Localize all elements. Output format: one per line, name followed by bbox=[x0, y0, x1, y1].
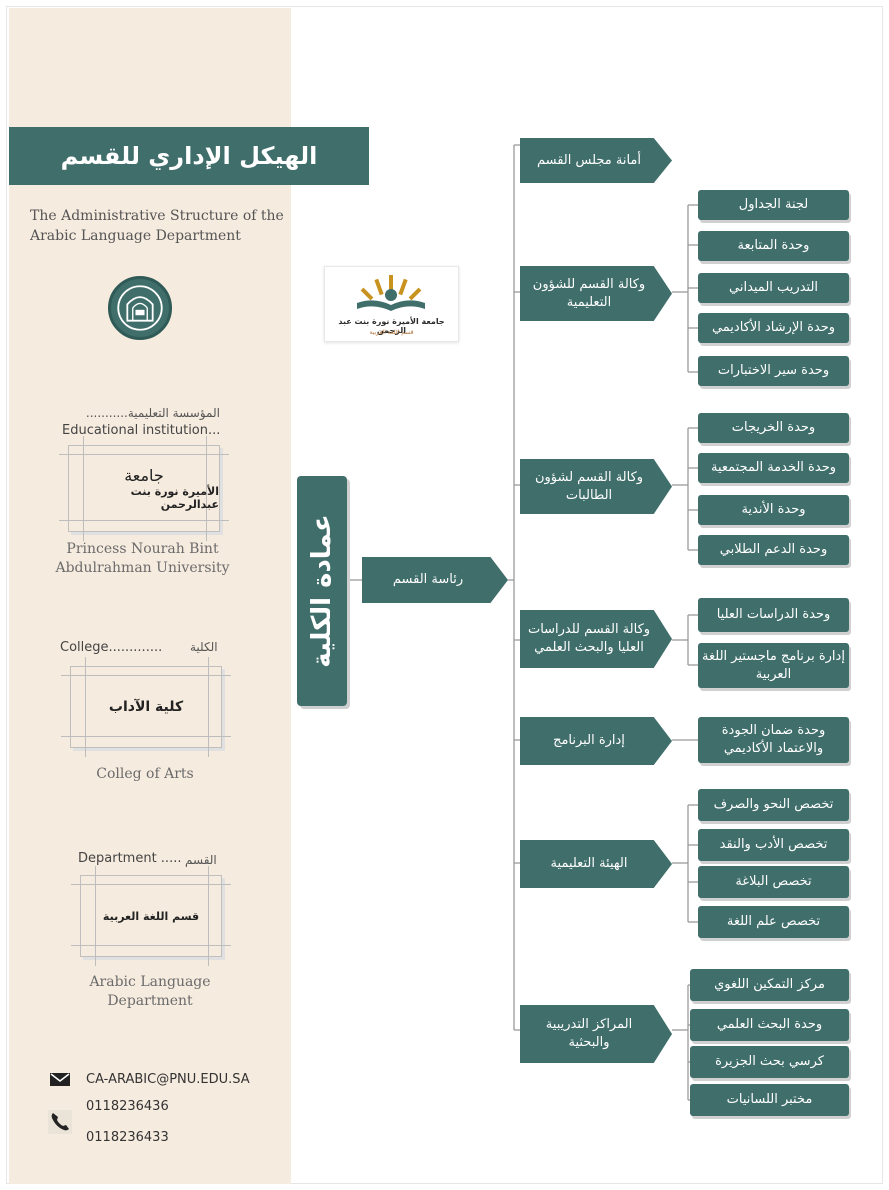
university-name-ar-line2: الأميرة نورة بنت عبدالرحمن bbox=[130, 485, 219, 511]
college-label-en: College............. bbox=[60, 640, 163, 655]
college-name-en: Colleg of Arts bbox=[96, 766, 194, 782]
branch-teaching-staff: الهيئة التعليمية bbox=[520, 840, 672, 888]
leaf-masters-program: إدارة برنامج ماجستير اللغة العربية bbox=[698, 643, 849, 688]
college-deanship-node: عمادة الكلية bbox=[297, 476, 347, 706]
subtitle-en: The Administrative Structure of the Arab… bbox=[30, 208, 284, 244]
leaf-graduates-unit: وحدة الخريجات bbox=[698, 413, 849, 443]
page-title: الهيكل الإداري للقسم bbox=[9, 127, 369, 185]
university-name-ar-line1: جامعة bbox=[124, 466, 164, 485]
branch-program-management: إدارة البرنامج bbox=[520, 717, 672, 765]
university-logo: جامعة الأميرة نورة بنت عبد الرحمن قسم ال… bbox=[324, 266, 459, 342]
page-frame bbox=[6, 6, 883, 1184]
college-label-ar: الكلية bbox=[190, 640, 218, 654]
branch-student-affairs: وكالة القسم لشؤون الطالبات bbox=[520, 459, 672, 514]
email-link[interactable]: CA-ARABIC@PNU.EDU.SA bbox=[86, 1072, 250, 1087]
leaf-follow-up-unit: وحدة المتابعة bbox=[698, 231, 849, 261]
college-name-ar: كلية الآداب bbox=[108, 699, 184, 715]
department-label-en: Department ..... bbox=[78, 851, 182, 866]
leaf-field-training: التدريب الميداني bbox=[698, 273, 849, 303]
department-label-ar: القسم bbox=[185, 853, 217, 867]
phone-icon bbox=[48, 1110, 72, 1134]
leaf-literature-criticism: تخصص الأدب والنقد bbox=[698, 829, 849, 861]
branch-educational-affairs: وكالة القسم للشؤون التعليمية bbox=[520, 266, 672, 321]
leaf-exams-unit: وحدة سير الاختبارات bbox=[698, 356, 849, 386]
branch-council-secretariat: أمانة مجلس القسم bbox=[520, 138, 672, 183]
book-rays-icon bbox=[357, 275, 425, 311]
leaf-schedules-committee: لجنة الجداول bbox=[698, 190, 849, 220]
phone-number-1[interactable]: 0118236436 bbox=[86, 1099, 169, 1114]
university-emblem-icon bbox=[108, 276, 172, 340]
leaf-linguistics-lab: مختبر اللسانيات bbox=[690, 1084, 849, 1116]
college-name-frame: كلية الآداب bbox=[61, 657, 231, 757]
sidebar bbox=[9, 8, 291, 1184]
department-name-frame: قسم اللغة العربية bbox=[71, 866, 231, 966]
logo-department-name: قسم اللغة العربية bbox=[369, 329, 414, 336]
leaf-graduate-studies: وحدة الدراسات العليا bbox=[698, 598, 849, 632]
leaf-quality-assurance: وحدة ضمان الجودة والاعتماد الأكاديمي bbox=[698, 717, 849, 763]
leaf-aljazeera-chair: كرسي بحث الجزيرة bbox=[690, 1046, 849, 1078]
phone-number-2[interactable]: 0118236433 bbox=[86, 1130, 169, 1145]
leaf-community-service: وحدة الخدمة المجتمعية bbox=[698, 453, 849, 483]
mail-icon bbox=[50, 1073, 70, 1086]
logo-university-name: جامعة الأميرة نورة بنت عبد الرحمن bbox=[338, 317, 445, 335]
leaf-linguistics: تخصص علم اللغة bbox=[698, 906, 849, 938]
leaf-clubs-unit: وحدة الأندية bbox=[698, 495, 849, 525]
leaf-academic-advising: وحدة الإرشاد الأكاديمي bbox=[698, 313, 849, 343]
department-name-ar: قسم اللغة العربية bbox=[102, 909, 200, 923]
university-name-frame: جامعة الأميرة نورة بنت عبدالرحمن bbox=[59, 436, 229, 541]
institution-label-en: Educational institution... bbox=[62, 423, 221, 438]
college-deanship-label: عمادة الكلية bbox=[307, 514, 337, 668]
university-name-en: Princess Nourah Bint Abdulrahman Univers… bbox=[55, 541, 230, 576]
leaf-language-empowerment-center: مركز التمكين اللغوي bbox=[690, 969, 849, 1001]
institution-label-ar: المؤسسة التعليمية........... bbox=[85, 406, 220, 420]
branch-graduate-research: وكالة القسم للدراسات العليا والبحث العلم… bbox=[520, 610, 672, 668]
leaf-student-support: وحدة الدعم الطلابي bbox=[698, 535, 849, 565]
department-name-en: Arabic Language Department bbox=[89, 974, 211, 1009]
leaf-rhetoric: تخصص البلاغة bbox=[698, 866, 849, 898]
leaf-scientific-research-unit: وحدة البحث العلمي bbox=[690, 1009, 849, 1041]
leaf-grammar-morphology: تخصص النحو والصرف bbox=[698, 789, 849, 821]
department-head-node: رئاسة القسم bbox=[362, 557, 508, 603]
branch-training-research-centers: المراكز التدريبية والبحثية bbox=[520, 1005, 672, 1063]
